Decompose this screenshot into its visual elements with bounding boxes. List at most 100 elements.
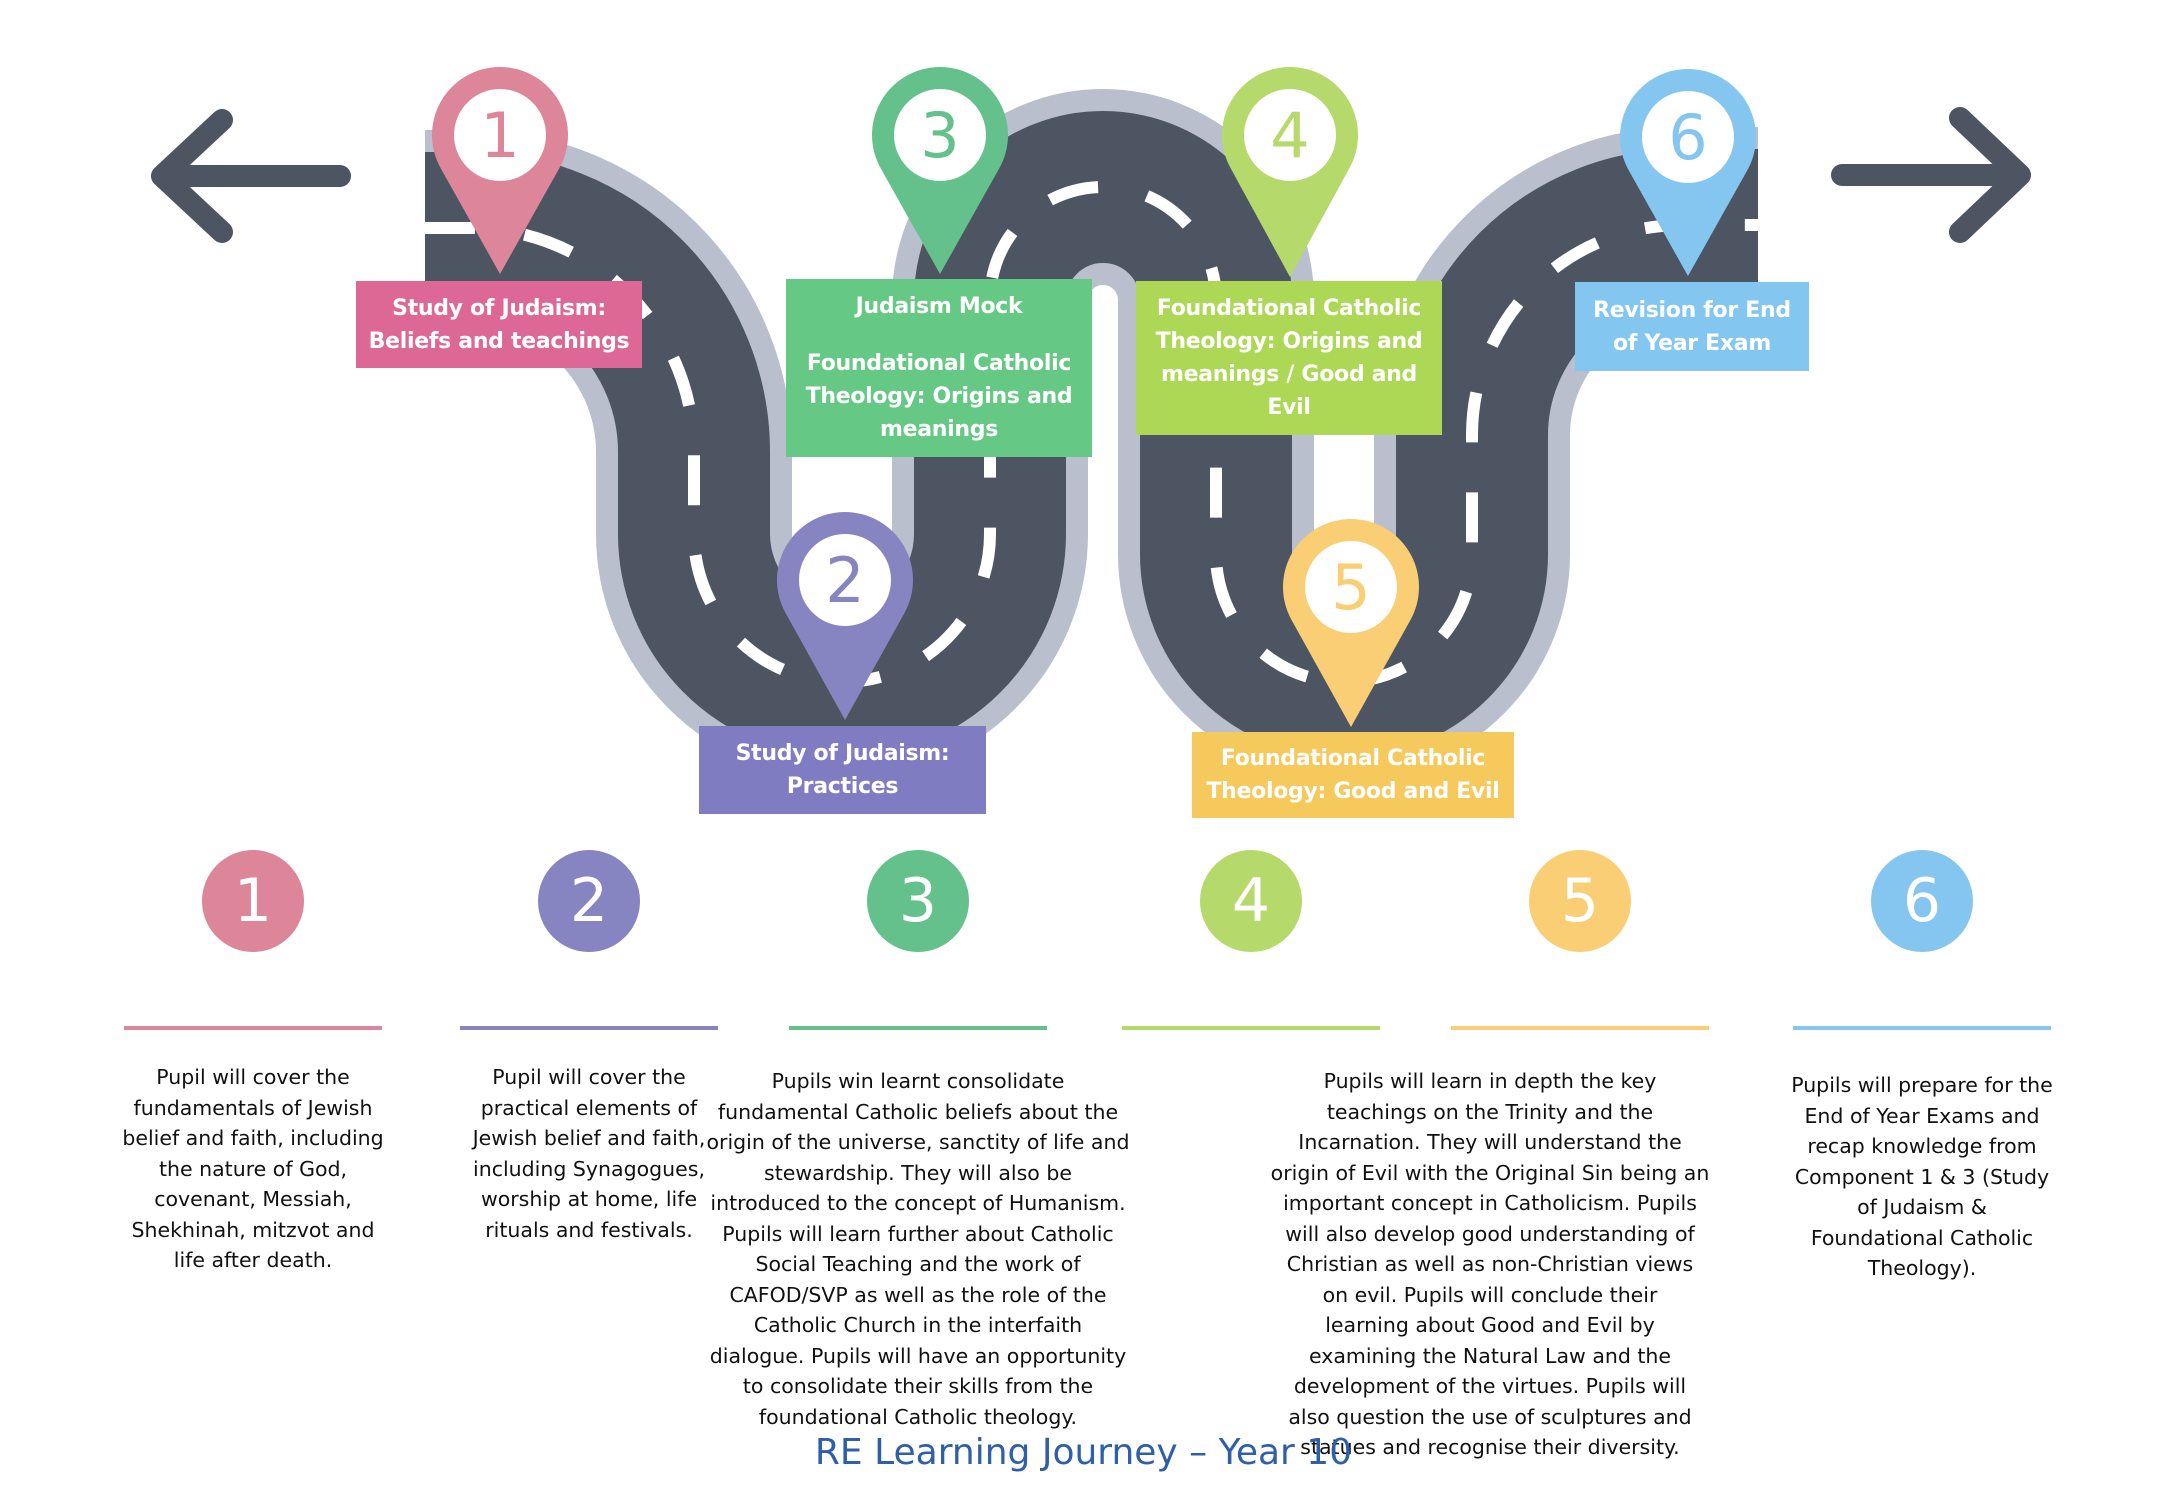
description-line: CAFOD/SVP as well as the role of the [729,1282,1107,1307]
map-pin-3-icon: 3 [872,66,1008,274]
step-number: 2 [569,866,609,936]
pin-number: 5 [1331,551,1370,624]
stage-label-line: Foundational Catholic [806,351,1072,376]
step-number: 1 [233,866,273,936]
stage-6-label-box: Revision for End of Year Exam [1575,282,1809,371]
pin-inner-circle [1642,91,1734,183]
description-line: Pupil will cover the [156,1065,350,1089]
description-line: teachings on the Trinity and the [1326,1099,1654,1124]
map-pin-6-icon: 6 [1620,68,1757,276]
pin-inner-circle [894,89,986,181]
description-line: origin of the universe, sanctity of life… [706,1130,1130,1154]
road [0,89,2167,780]
page-title: RE Learning Journey – Year 10 [814,1432,1353,1473]
step-number-circle: 2 [538,850,640,952]
stage-label-line: meanings / Good and [1160,362,1417,387]
map-pin-5-icon: 5 [1283,518,1419,727]
description-line: fundamental Catholic beliefs about the [717,1099,1119,1124]
description-line: covenant, Messiah, [154,1187,352,1211]
description-line: rituals and festivals. [485,1217,693,1242]
pin-number: 6 [1668,101,1707,174]
divider [1793,1026,2051,1030]
summary-column-2: 2 Pupil will cover the practical elements… [444,850,734,1245]
stage-2-label-box: Study of Judaism:Practices [699,726,986,814]
description-line: the nature of God, [158,1156,348,1181]
step-number: 4 [1231,866,1271,936]
description-line: dialogue. Pupils will have an opportunit… [709,1343,1127,1368]
description-line: examining the Natural Law and the [1308,1343,1672,1368]
stage-label-line: Foundational Catholic [1156,296,1422,321]
summary-column-1: 1 Pupil will cover the fundamentals of Je… [108,850,398,1276]
step-number: 3 [898,866,938,936]
description-line: on evil. Pupils will conclude their [1322,1282,1658,1307]
stage-label-line: Evil [1267,395,1311,420]
description-line: Component 1 & 3 (Study [1794,1164,2050,1189]
description-line: including Synagogues, [473,1156,705,1181]
description-line: life after death. [173,1248,333,1272]
step-description: Pupil will cover the fundamentals of Jewi… [103,1062,403,1276]
description-line: foundational Catholic theology. [758,1404,1078,1429]
map-pin-2-icon: 2 [776,512,913,720]
pin-inner-circle [454,89,546,181]
description-line: of Judaism & [1857,1195,1987,1219]
description-line: Jewish belief and faith, [472,1126,706,1150]
stage-label-line: Theology: Good and Evil [1206,779,1500,804]
description-line: origin of Evil with the Original Sin bei… [1270,1160,1710,1185]
stage-label-line: Judaism Mock [855,294,1023,319]
step-number: 6 [1902,866,1942,936]
description-line: to consolidate their skills from the [742,1374,1094,1398]
stage-label-line: of Year Exam [1613,330,1771,356]
stage-label-line: Theology: Origins and [1155,329,1423,354]
summary-column-4: 4 [1106,850,1396,1062]
description-line: Social Teaching and the work of [755,1252,1081,1276]
stage-label-line: Beliefs and teachings [368,328,630,354]
description-line: fundamentals of Jewish [133,1095,373,1120]
summary-column-5: 5 Pupils will learn in depth the key teac… [1271,850,1725,1463]
description-line: will also develop good understanding of [1285,1221,1695,1246]
stage-label-line: Theology: Origins and [805,384,1073,409]
pin-inner-circle [1305,541,1397,633]
description-line: recap knowledge from [1807,1134,2037,1158]
description-line: Pupils will learn in depth the key [1323,1069,1657,1093]
description-line: Pupil will cover the [492,1065,686,1089]
step-description: Pupils win learnt consolidate fundamental… [698,1066,1138,1432]
map-pin-1-icon: 1 [431,66,568,274]
arrow-right-icon[interactable] [1831,107,2031,243]
stage-1-label-box: Study of Judaism:Beliefs and teachings [356,281,642,368]
description-line: Catholic Church in the interfaith [753,1313,1083,1337]
stage-label-line: Foundational Catholic [1220,746,1486,771]
pin-inner-circle [1244,89,1336,181]
map-pin-4-icon: 4 [1222,67,1358,277]
description-line: stewardship. They will also be [764,1160,1072,1185]
road-center-dashes [425,181,1758,688]
description-line: Pupils will learn further about Catholic [722,1221,1114,1246]
description-line: Christian as well as non-Christian views [1286,1252,1694,1276]
step-number: 5 [1560,866,1600,936]
step-number-circle: 6 [1871,850,1973,952]
description-line: belief and faith, including [122,1126,384,1150]
stage-label-line: Revision for End [1593,297,1791,323]
stage-label-line: meanings [880,417,998,442]
pin-number: 2 [825,544,864,617]
step-description: Pupils will learn in depth the key teachi… [1270,1066,1710,1463]
divider [1451,1026,1709,1030]
description-line: worship at home, life [480,1187,698,1211]
description-line: Incarnation. They will understand the [1298,1130,1682,1154]
description-line: practical elements of [480,1095,698,1120]
divider [1122,1026,1380,1030]
description-line: End of Year Exams and [1804,1103,2040,1128]
description-line: Pupils will prepare for the [1791,1073,2053,1097]
description-line: also question the use of sculptures and [1288,1404,1692,1429]
description-line: introduced to the concept of Humanism. [710,1191,1126,1215]
description-line: Foundational Catholic [1810,1225,2034,1250]
step-description: Pupil will cover the practical elements o… [439,1062,739,1245]
description-line: Pupils win learnt consolidate [771,1069,1065,1093]
stage-label-line: Practices [786,774,899,799]
description-line: Shekhinah, mitzvot and [131,1217,375,1242]
arrow-left-icon[interactable] [151,109,351,243]
